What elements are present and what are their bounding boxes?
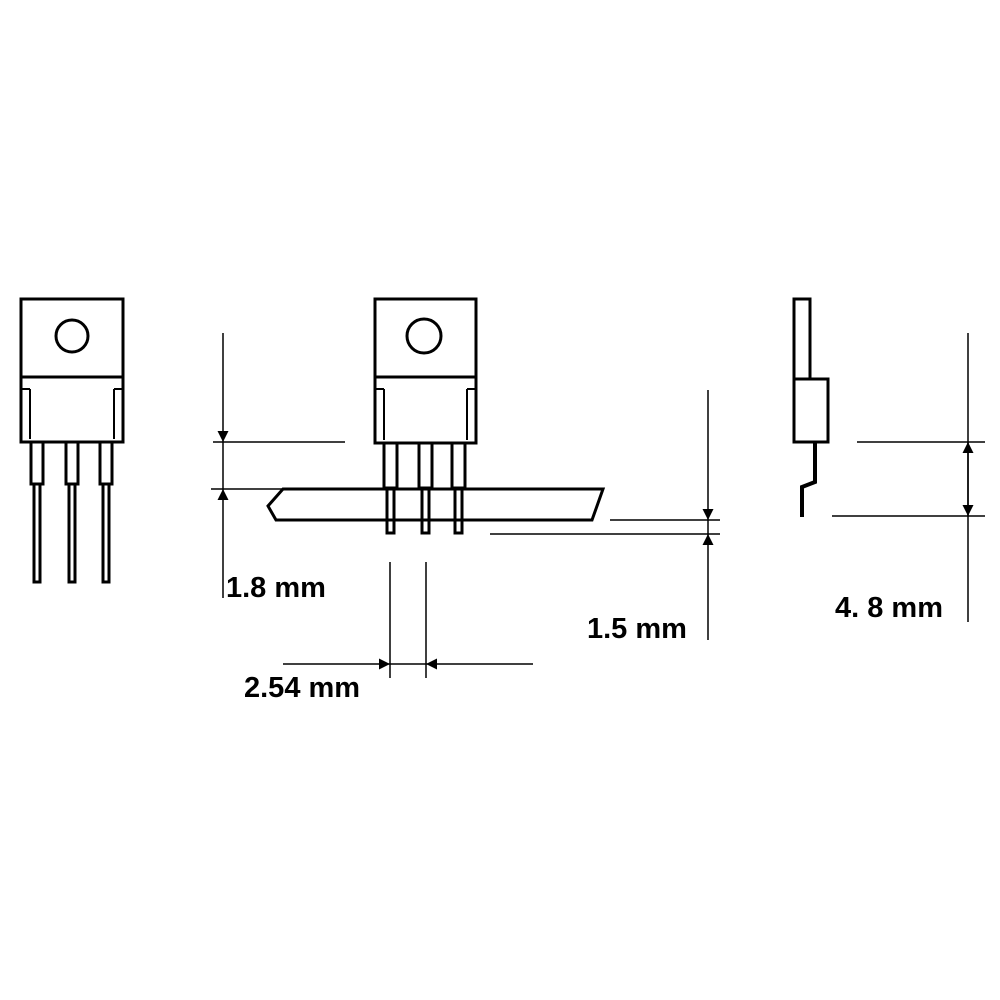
dimension-board-offset — [490, 390, 720, 640]
leads — [29, 440, 114, 584]
dimension-pin-pitch — [283, 562, 533, 678]
mounting-hole — [54, 318, 90, 354]
side-body — [792, 377, 830, 444]
body — [19, 375, 125, 444]
leads — [382, 441, 467, 535]
dimension-bend-height — [832, 333, 985, 622]
front-view-straight-leads — [19, 297, 125, 584]
side-tab — [792, 297, 812, 381]
mounting-hole — [405, 317, 443, 355]
bent-lead — [800, 442, 817, 517]
pcb-board — [266, 487, 606, 522]
dimension-label-pin-pitch: 2.54 mm — [244, 672, 361, 704]
dimension-label-lead-offset: 1.8 mm — [226, 572, 326, 604]
side-view-bent-lead — [792, 297, 830, 517]
front-view-mounted — [266, 297, 606, 535]
dimension-label-board-offset: 1.5 mm — [587, 613, 687, 645]
body — [373, 375, 478, 445]
dimension-lead-offset — [211, 333, 345, 598]
dimension-label-bend-height: 4. 8 mm — [835, 592, 943, 624]
